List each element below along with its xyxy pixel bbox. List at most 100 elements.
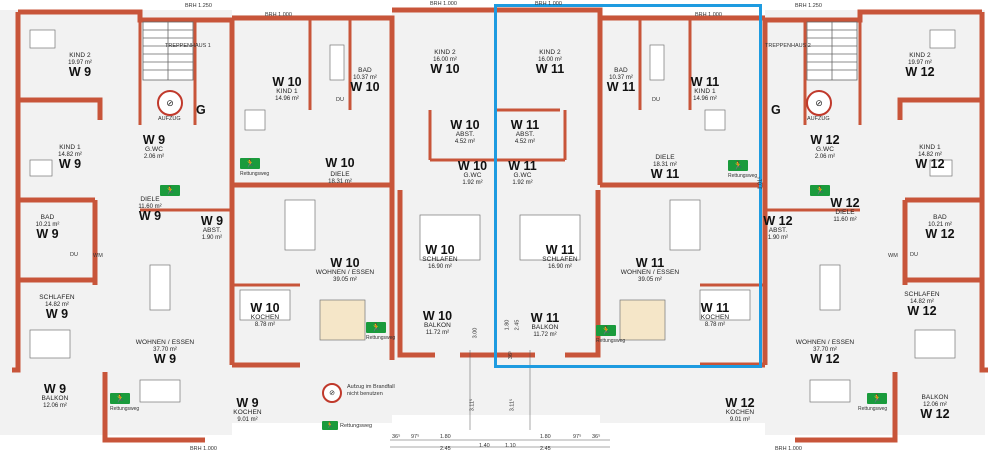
walls bbox=[12, 7, 988, 443]
w11-highlight bbox=[494, 4, 762, 368]
brh-label: BRH 1.000 bbox=[535, 1, 562, 7]
lift-label: AUFZUG bbox=[807, 116, 830, 122]
washer-label: WM bbox=[888, 253, 898, 259]
stairwell-1-label: TREPPENHAUS 1 bbox=[165, 43, 211, 49]
dimension: 1.80 bbox=[504, 319, 511, 331]
g-label: G bbox=[196, 103, 206, 117]
stairwell-1 bbox=[142, 21, 194, 81]
exit-icon: 🏃 bbox=[240, 158, 260, 169]
exit-icon: 🏃 bbox=[867, 393, 888, 404]
dimension: 3.11⁵ bbox=[469, 398, 476, 412]
stairwell-2-label: TREPPENHAUS 2 bbox=[765, 43, 811, 49]
dimension: 1.80 bbox=[540, 434, 551, 440]
exit-icon: 🏃 bbox=[366, 322, 386, 333]
exit-icon: 🏃 bbox=[110, 393, 130, 404]
brh-label: BRH 1.000 bbox=[695, 12, 722, 18]
brh-label: BRH 1.000 bbox=[430, 1, 457, 7]
brh-label: BRH 1.000 bbox=[190, 446, 217, 452]
dimension: 3.11⁵ bbox=[509, 398, 516, 412]
dimension: 3.00 bbox=[472, 327, 479, 339]
exit-sign: 🏃Rettungsweg bbox=[366, 322, 396, 341]
exit-sign: 🏃 bbox=[810, 185, 830, 196]
dimension: 1.10 bbox=[505, 443, 516, 449]
shower-label: DU bbox=[336, 97, 344, 103]
exit-icon: 🏃 bbox=[322, 421, 338, 430]
legend-exit: 🏃Rettungsweg bbox=[322, 421, 372, 430]
dimension: 36⁵ bbox=[592, 434, 601, 440]
dimension-lines bbox=[390, 350, 610, 448]
no-lift-icon: ⊘ bbox=[157, 90, 183, 116]
interior-walls bbox=[138, 12, 862, 287]
dimension: 2.45 bbox=[514, 319, 521, 331]
furniture bbox=[29, 29, 956, 403]
dimension: 1.40 bbox=[479, 443, 490, 449]
no-lift-icon: ⊘ bbox=[806, 90, 832, 116]
dimension: 2.45 bbox=[540, 446, 551, 452]
exit-icon: 🏃 bbox=[596, 325, 616, 336]
shower-label: DU bbox=[910, 252, 918, 258]
shower-label: DU bbox=[70, 252, 78, 258]
exit-sign: 🏃Rettungsweg bbox=[728, 160, 758, 179]
shower-label: DU bbox=[652, 97, 660, 103]
dimension: 36⁵ bbox=[392, 434, 401, 440]
exit-sign: 🏃Rettungsweg bbox=[110, 393, 140, 412]
legend-lift-text: Aufzug im Brandfall nicht benutzen bbox=[347, 384, 395, 397]
exit-sign: 🏃Rettungsweg bbox=[858, 393, 888, 412]
dimension: 36⁵ bbox=[508, 350, 515, 360]
brh-label: BRH 1.000 bbox=[775, 446, 802, 452]
stairwell-2 bbox=[806, 21, 858, 81]
brh-label: BRH 1.000 bbox=[265, 12, 292, 18]
washer-label: WM bbox=[93, 253, 103, 259]
dimension: 97⁵ bbox=[573, 434, 582, 440]
exit-sign: 🏃Rettungsweg bbox=[596, 325, 626, 344]
exit-icon: 🏃 bbox=[728, 160, 748, 171]
brh-label: BRH 1.250 bbox=[795, 3, 822, 9]
exit-icon: 🏃 bbox=[810, 185, 830, 196]
dimension: 97⁵ bbox=[411, 434, 420, 440]
exit-sign: 🏃 bbox=[160, 185, 180, 196]
dimension: 2.45 bbox=[440, 446, 451, 452]
g-label: G bbox=[771, 103, 781, 117]
dimension: 1.80 bbox=[440, 434, 451, 440]
